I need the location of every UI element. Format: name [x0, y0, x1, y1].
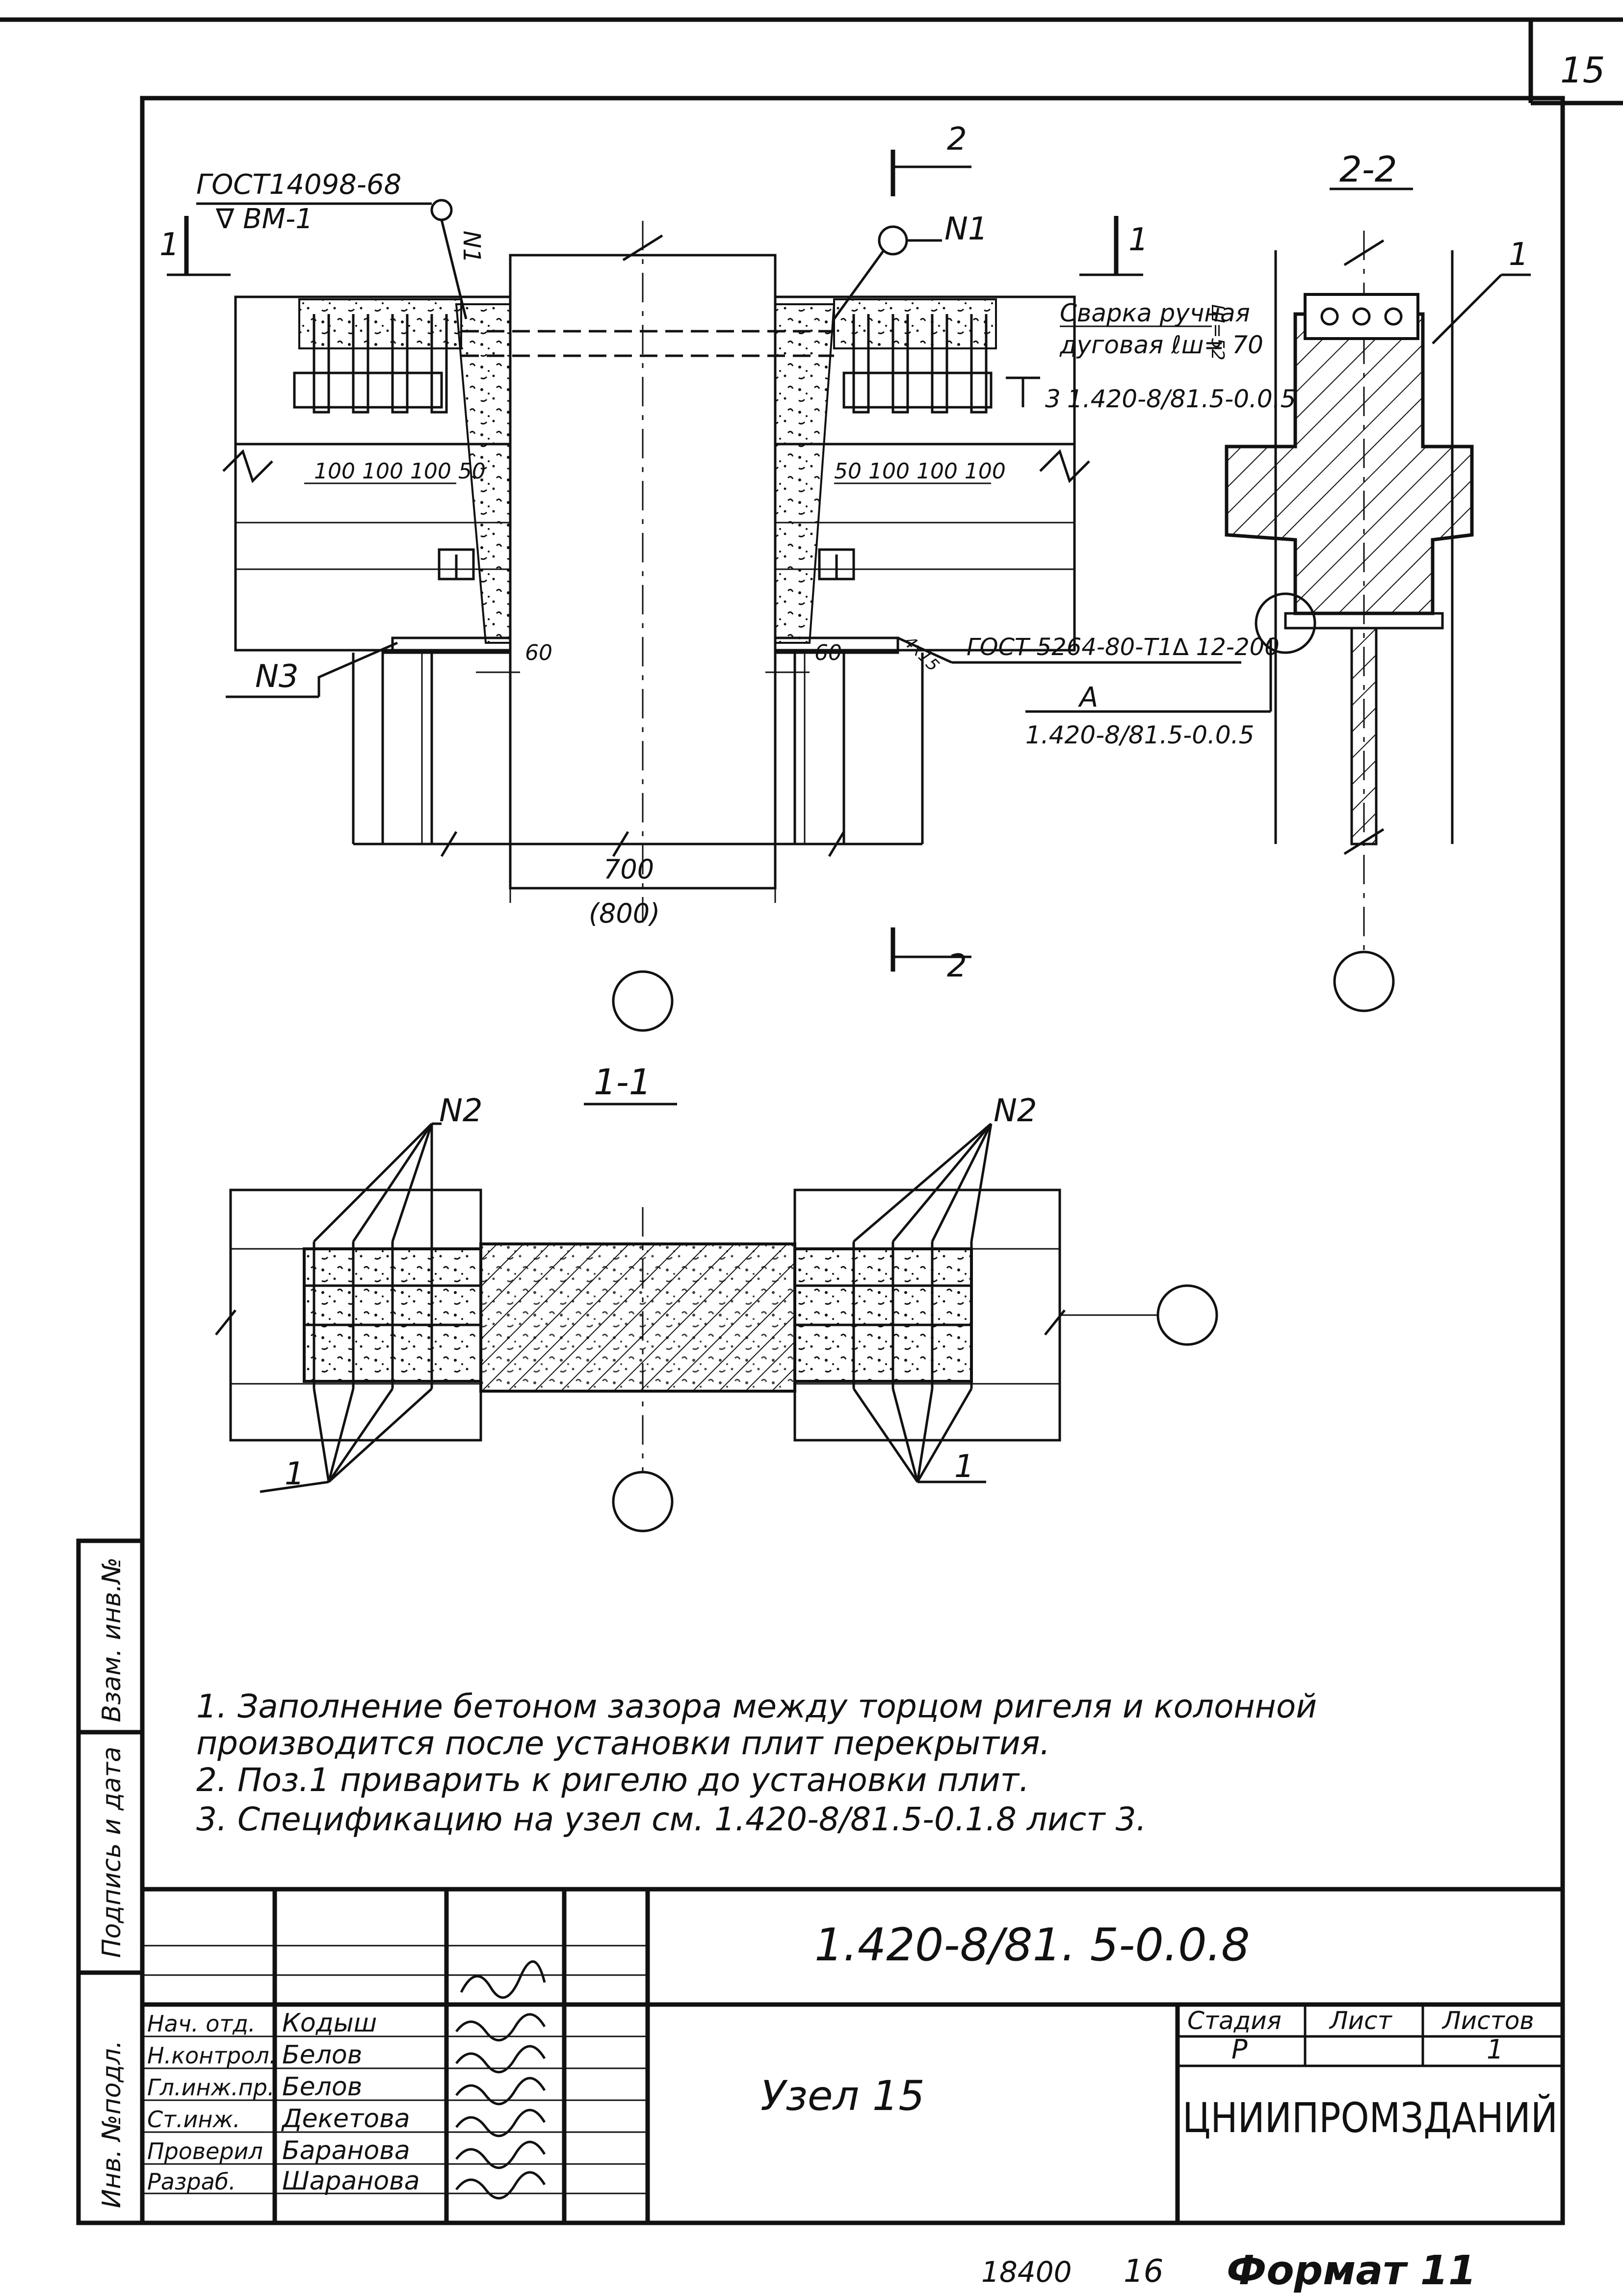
weld-note-side: Ш=52	[1207, 304, 1228, 360]
footer-format: Формат 11	[1227, 2247, 1476, 2294]
sheets-header: Листов	[1441, 2006, 1534, 2035]
sheets-value: 1	[1487, 2034, 1503, 2065]
footer-sheet: 16	[1124, 2253, 1163, 2290]
side-stamp: Инв. №подл. Подпись и дата Взам. инв.№	[76, 1538, 145, 2225]
stamp-replace-label: Взам. инв.№	[97, 1557, 127, 1722]
note-line: производится после установки плит перекр…	[196, 1724, 1050, 1762]
section-mark-1-right: 1	[1079, 216, 1149, 276]
position-1-right: 1	[954, 1449, 974, 1485]
sheet-number: 15	[1560, 50, 1605, 91]
organization: ЦНИИПРОМЗДАНИЙ	[1182, 2094, 1558, 2142]
general-notes: 1. Заполнение бетоном зазора между торцо…	[196, 1688, 1317, 1838]
footer-number: 18400	[981, 2255, 1072, 2289]
callout-n3: N3	[255, 659, 299, 695]
callout-n1: N1	[944, 211, 988, 247]
stamp-inv-label: Инв. №подл.	[97, 2040, 127, 2208]
svg-text:2: 2	[947, 121, 967, 158]
sheet-header: Лист	[1329, 2006, 1393, 2035]
weld-note-line1: Сварка ручная	[1060, 299, 1250, 327]
dim-60-right: 60	[814, 640, 842, 665]
gost-weld-sub-label: ∇ ВМ-1	[215, 203, 313, 235]
note-line: 3. Спецификацию на узел см. 1.420-8/81.5…	[196, 1800, 1147, 1838]
role-name: Белов	[282, 2072, 362, 2102]
role-label: Проверил	[147, 2138, 263, 2164]
svg-text:1: 1	[1128, 222, 1149, 258]
role-name: Белов	[282, 2040, 362, 2070]
role-label: Нач. отд.	[147, 2010, 256, 2037]
role-label: Ст.инж.	[147, 2106, 240, 2133]
stage-header: Стадия	[1187, 2006, 1282, 2035]
callout-n1-vertical: N1	[458, 231, 485, 263]
section-mark-2-bottom: 2	[890, 927, 971, 984]
weld-note-3: 3	[1045, 385, 1061, 413]
section-1-1-view	[215, 1122, 1218, 1532]
callout-n2-right: N2	[994, 1093, 1037, 1129]
weld-note-line2: дуговая ℓш= 70	[1059, 331, 1263, 359]
dim-700: 700	[603, 854, 654, 885]
position-1-left: 1	[285, 1456, 305, 1492]
node-a-letter: A	[1078, 682, 1098, 713]
svg-text:1: 1	[159, 227, 180, 263]
role-name: Шаранова	[282, 2166, 420, 2196]
title-block	[142, 1887, 1563, 2223]
dims-left: 100 100 100 50	[314, 459, 486, 484]
note-line: 1. Заполнение бетоном зазора между торцо…	[196, 1688, 1317, 1725]
stage-value: Р	[1231, 2034, 1248, 2065]
position-1-section22: 1	[1509, 237, 1529, 273]
doc-code: 1.420-8/81. 5-0.0.8	[814, 1919, 1250, 1971]
node-a-ref: 1.420-8/81.5-0.0.5	[1025, 721, 1254, 749]
note-line: 2. Поз.1 приварить к ригелю до установки…	[196, 1761, 1029, 1799]
section-1-1-title: 1-1	[594, 1061, 652, 1103]
section-2-2-view	[1225, 231, 1531, 1012]
title-block-roles: Нач. отд. Кодыш Н.контрол. Белов Гл.инж.…	[147, 2008, 420, 2196]
role-label: Н.контрол.	[147, 2042, 276, 2069]
sheet-frame	[0, 17, 1623, 2225]
role-name: Кодыш	[282, 2008, 377, 2038]
role-name: Декетова	[281, 2104, 410, 2134]
stamp-sign-label: Подпись и дата	[97, 1746, 127, 1958]
section-mark-1-left: 1	[159, 216, 231, 276]
svg-text:2: 2	[947, 948, 967, 984]
gost-weld-label-1: ГОСТ14098-68	[196, 169, 401, 201]
dims-right: 50 100 100 100	[834, 459, 1006, 484]
section-2-2-title: 2-2	[1339, 149, 1397, 190]
dim-60-left: 60	[525, 640, 552, 665]
role-label: Гл.инж.пр.	[147, 2074, 275, 2101]
weld-note-ref: 1.420-8/81.5-0.0.5	[1067, 385, 1296, 413]
role-name: Баранова	[282, 2136, 410, 2165]
dim-800: (800)	[589, 898, 660, 929]
section-mark-2-top: 2	[890, 121, 971, 196]
callout-n2-left: N2	[439, 1093, 483, 1129]
drawing-title: Узел 15	[760, 2072, 925, 2120]
signatures	[455, 1960, 546, 2200]
gost-weld-label-2: ГОСТ 5264-80-Т1∆ 12-200	[967, 633, 1280, 661]
role-label: Разраб.	[147, 2168, 236, 2195]
